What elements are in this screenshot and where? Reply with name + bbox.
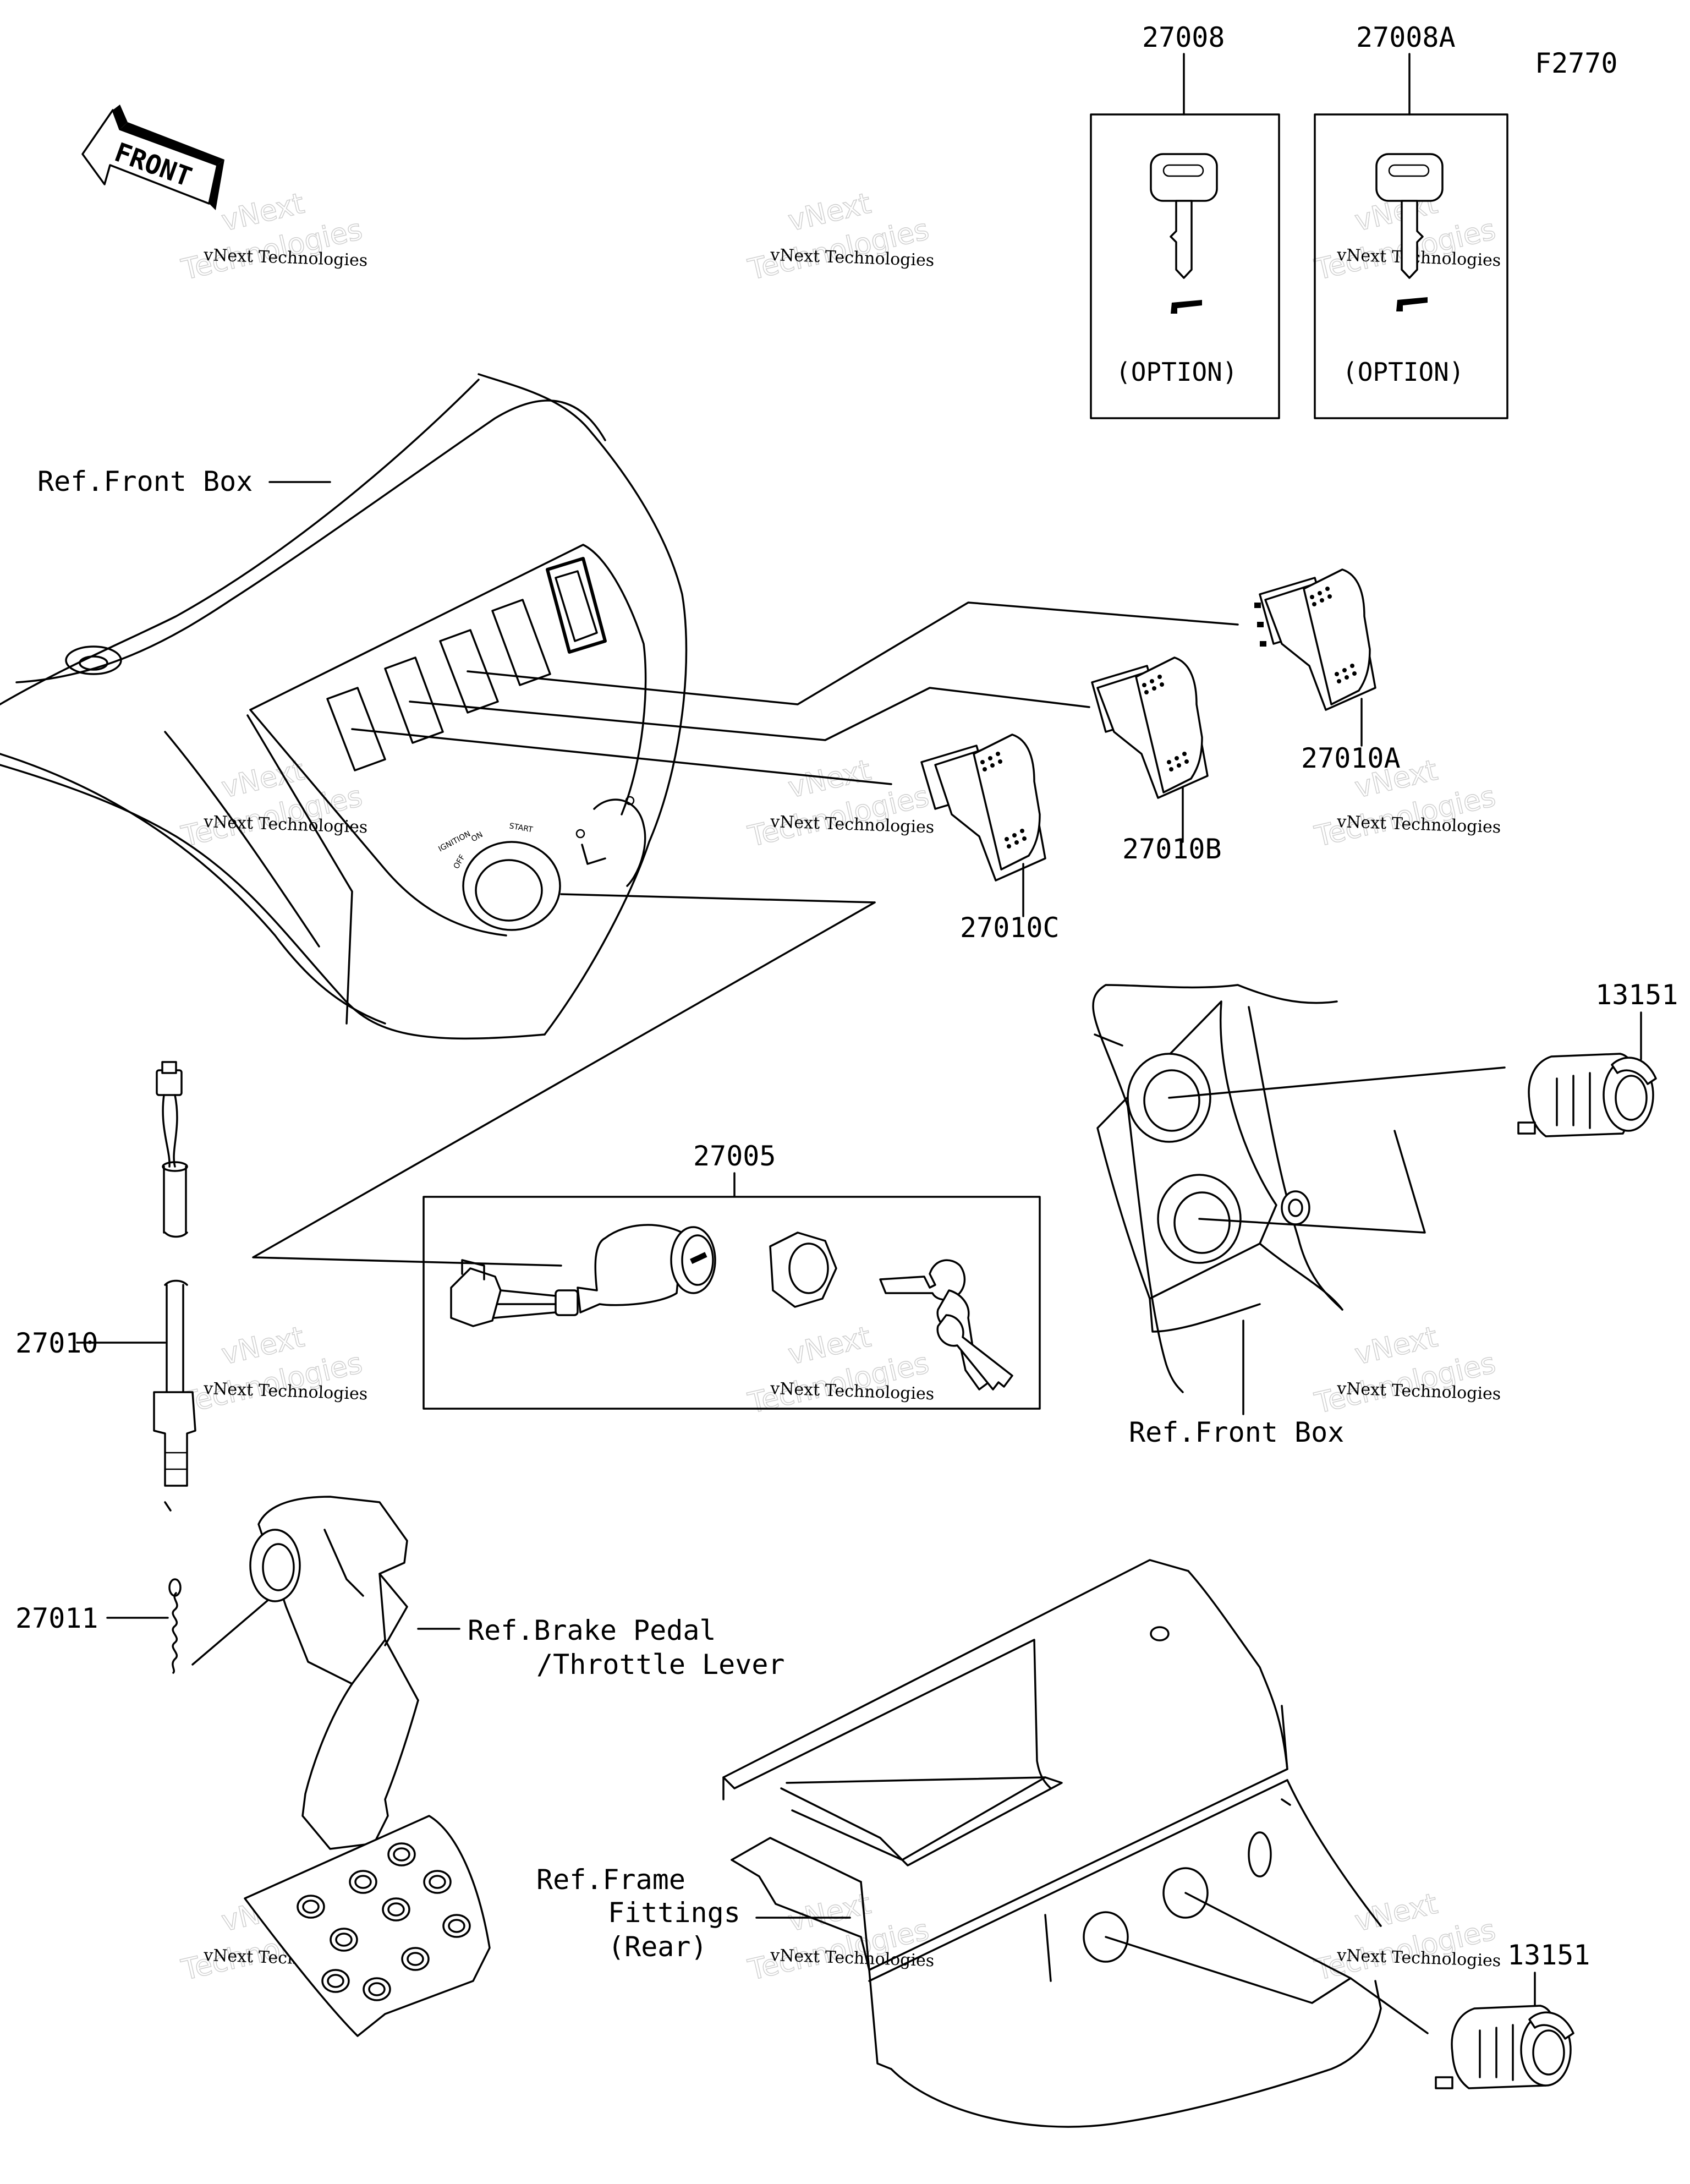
watermark: Technologies vNext <box>744 1887 932 1988</box>
part-number-27008: 27008 <box>1142 21 1225 53</box>
ref-front-box-label: Ref.Front Box <box>37 466 253 497</box>
switch-slots <box>326 557 607 771</box>
key-27008: 27008 (OPTION) <box>1090 21 1280 419</box>
watermark: Technologies vNext <box>744 1320 932 1421</box>
pedal-holes <box>297 1842 471 2001</box>
watermark: Technologies vNext <box>744 187 932 287</box>
front-box-dashboard: Ref.Front Box IGNITION OFF <box>0 373 688 1040</box>
power-socket-13151-top: 13151 <box>1168 979 1678 1234</box>
ignition-off-label: OFF <box>452 853 467 871</box>
part-number-13151-bottom: 13151 <box>1507 1939 1590 1971</box>
ignition-switch-in-panel: IGNITION OFF ON START <box>437 822 561 931</box>
rocker-switch-27010A: 27010A <box>1254 568 1401 774</box>
ignition-switch-kit-27005: 27005 <box>422 1140 1041 1410</box>
part-number-13151-top: 13151 <box>1595 979 1678 1011</box>
watermark: Technologies vNext <box>1311 1320 1499 1421</box>
part-number-27010C: 27010C <box>960 912 1060 944</box>
part-number-27008A: 27008A <box>1356 21 1456 53</box>
ref-front-box-right-label: Ref.Front Box <box>1129 1416 1344 1448</box>
leader-lines-switches <box>252 601 1239 1267</box>
key-icon <box>1375 153 1444 279</box>
ignition-label: IGNITION <box>437 829 472 853</box>
figure-id: F2770 <box>1535 47 1618 79</box>
watermark: Technologies vNext <box>178 1320 365 1421</box>
option-label: (OPTION) <box>1116 357 1238 387</box>
rocker-switch-27010B: 27010B <box>1091 656 1222 865</box>
part-number-27010A: 27010A <box>1301 742 1401 774</box>
power-socket-13151-bottom: 13151 <box>1105 1892 1590 2089</box>
part-number-27005: 27005 <box>693 1140 776 1172</box>
ignition-start-label: START <box>508 822 534 834</box>
front-arrow-icon: FRONT <box>81 105 224 210</box>
brake-switch-27010: 27010 <box>15 1061 196 1512</box>
part-number-27010: 27010 <box>15 1327 98 1359</box>
spring-27011: 27011 <box>15 1578 287 1674</box>
ref-frame-label: Ref.Frame <box>536 1864 685 1896</box>
watermark: Technologies vNext <box>744 753 932 854</box>
brake-pedal: Ref.Brake Pedal /Throttle Lever <box>244 1496 785 2037</box>
front-box-socket-panel: Ref.Front Box <box>1092 984 1344 1448</box>
key-27008A: 27008A (OPTION) <box>1314 21 1508 419</box>
rocker-switch-27010C: 27010C <box>920 734 1060 944</box>
option-label: (OPTION) <box>1342 357 1464 387</box>
watermark: Technologies vNext <box>178 753 365 854</box>
watermark: Technologies vNext <box>1311 1887 1499 1988</box>
part-number-27011: 27011 <box>15 1602 98 1634</box>
ignition-keys-icon <box>879 1259 1013 1391</box>
key-icon <box>1150 153 1218 279</box>
ignition-on-label: ON <box>470 830 485 844</box>
ref-throttle-lever-label: /Throttle Lever <box>536 1649 785 1681</box>
ref-fittings-label: Fittings <box>608 1897 740 1929</box>
watermarks: Technologies vNext vNext Technologies Te… <box>178 187 1501 1988</box>
key-box <box>1314 113 1508 419</box>
part-number-27010B: 27010B <box>1122 833 1222 865</box>
ref-rear-label: (Rear) <box>608 1931 707 1963</box>
ref-brake-pedal-label: Ref.Brake Pedal <box>468 1614 716 1646</box>
key-box <box>1090 113 1280 419</box>
